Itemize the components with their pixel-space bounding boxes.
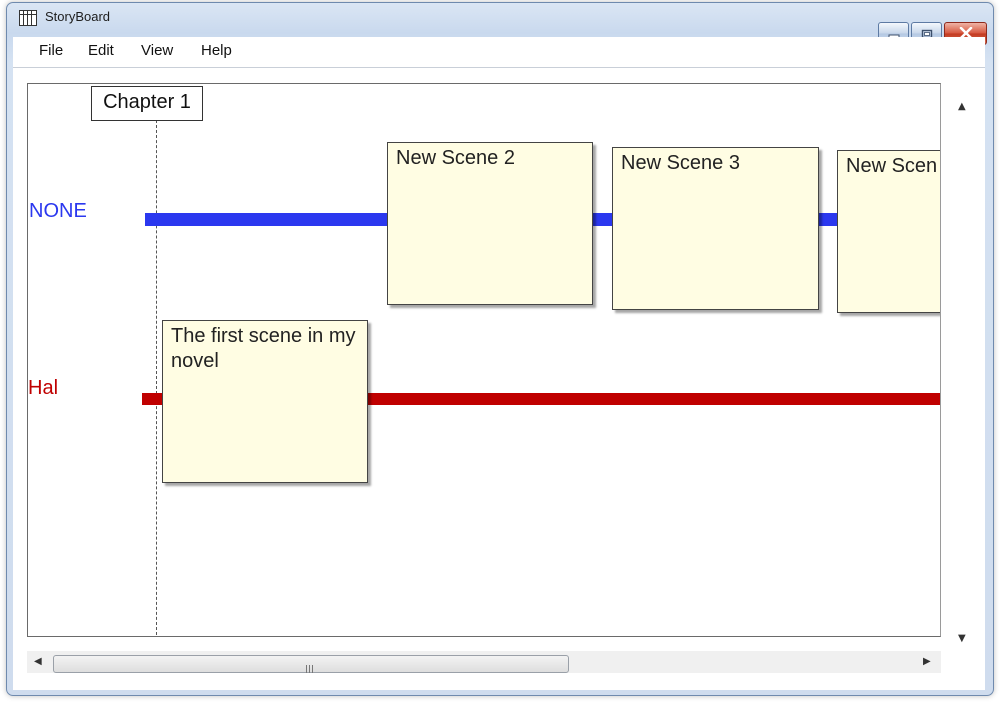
scene-card[interactable]: New Scen: [837, 150, 940, 313]
storyboard-canvas[interactable]: Chapter 1 NONE Hal New Scene 2 New Scene…: [27, 83, 941, 637]
chapter-divider: [156, 120, 157, 636]
scene-card[interactable]: New Scene 2: [387, 142, 593, 305]
menu-bar: File Edit View Help: [13, 37, 985, 67]
scene-card[interactable]: The first scene in my novel: [162, 320, 368, 483]
title-bar[interactable]: StoryBoard: [7, 3, 993, 45]
window-title: StoryBoard: [45, 9, 111, 24]
menu-edit[interactable]: Edit: [88, 42, 114, 59]
menu-file[interactable]: File: [39, 42, 64, 59]
client-area: Chapter 1 NONE Hal New Scene 2 New Scene…: [13, 67, 985, 690]
chapter-label[interactable]: Chapter 1: [91, 86, 203, 121]
scroll-right-icon[interactable]: ▶: [923, 656, 931, 667]
horizontal-scroll-thumb[interactable]: [53, 655, 569, 673]
storyboard-window: StoryBoard File Edit View Help: [6, 2, 994, 696]
grip-icon: [304, 659, 316, 678]
menu-help[interactable]: Help: [201, 42, 232, 59]
track-label-none[interactable]: NONE: [29, 200, 87, 222]
close-icon: [959, 24, 973, 43]
storyboard-grid-icon[interactable]: [19, 10, 37, 26]
scroll-up-icon[interactable]: ▲: [958, 101, 966, 112]
menu-view[interactable]: View: [141, 42, 174, 59]
scene-card[interactable]: New Scene 3: [612, 147, 819, 310]
horizontal-scrollbar[interactable]: ◀ ▶: [27, 651, 941, 673]
vertical-scrollbar[interactable]: ▲ ▼: [955, 96, 973, 656]
scroll-down-icon[interactable]: ▼: [958, 633, 966, 644]
track-label-hal[interactable]: Hal: [28, 377, 59, 399]
scroll-left-icon[interactable]: ◀: [34, 656, 42, 667]
